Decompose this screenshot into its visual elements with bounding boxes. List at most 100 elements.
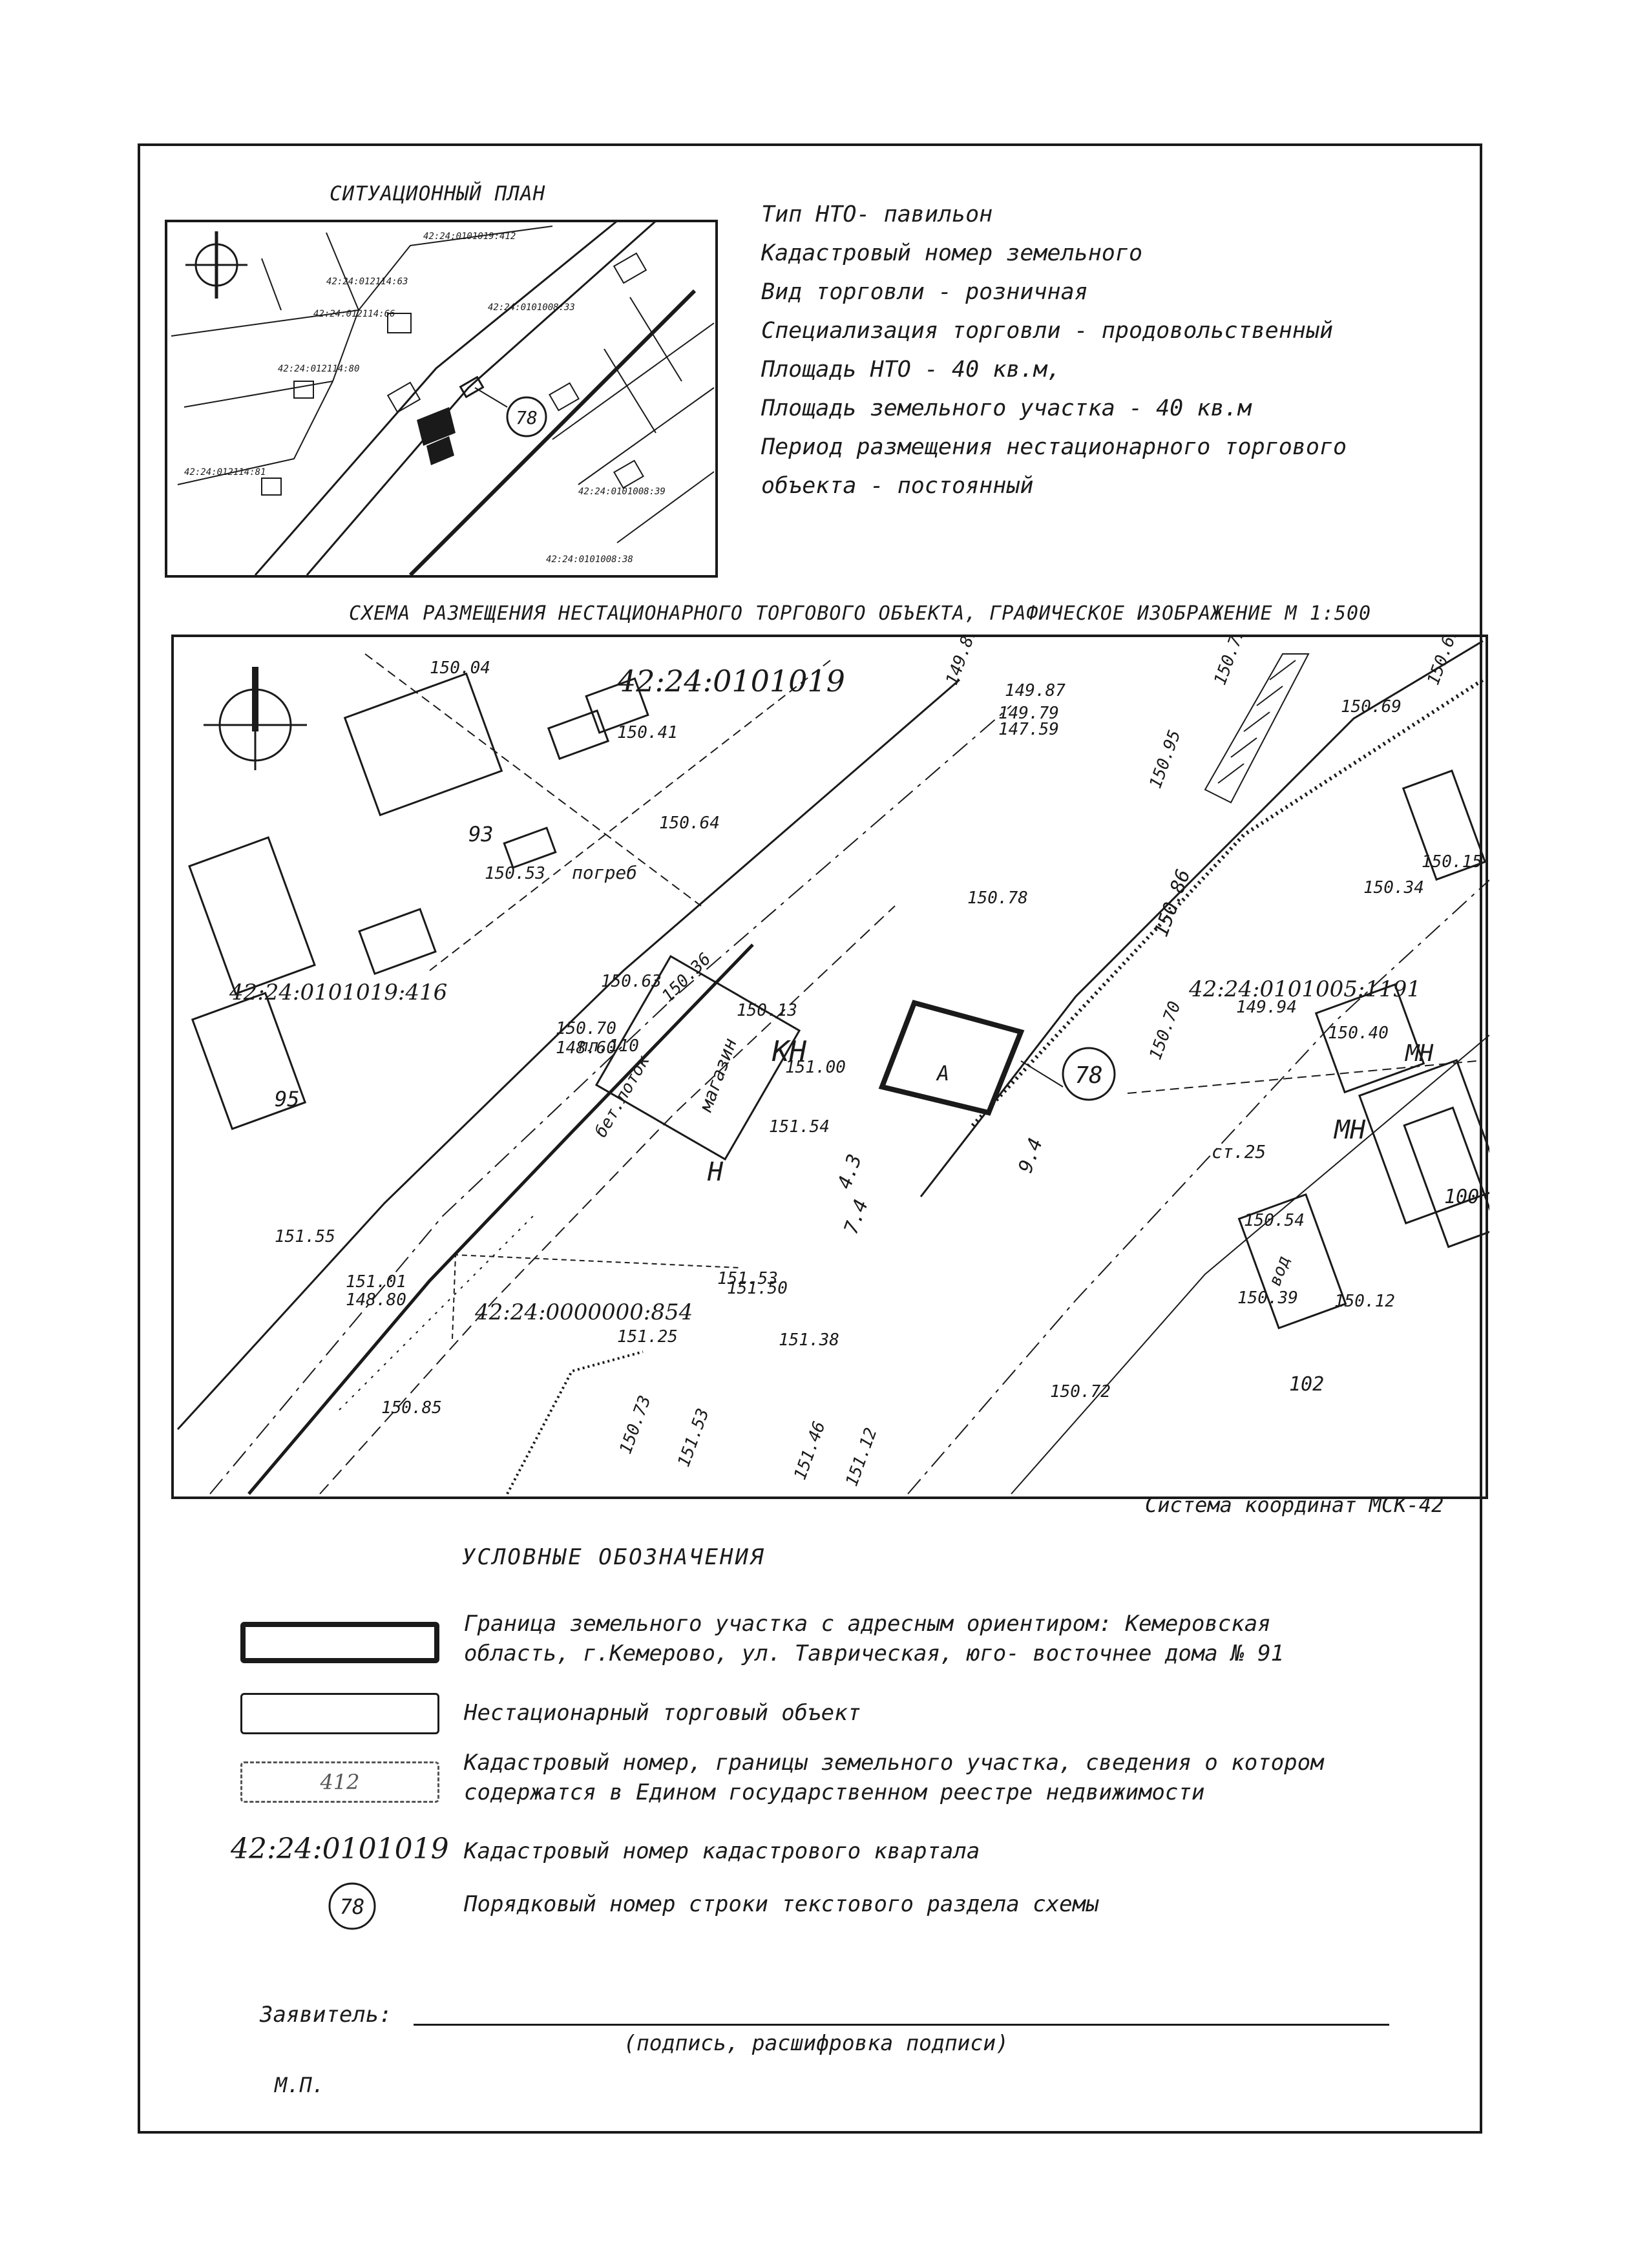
situational-plan-map: 78 42:24:0101019:412 42:24:012114:63 42:… <box>165 220 718 578</box>
svg-text:пл.110: пл.110 <box>578 1036 639 1056</box>
svg-text:150.54: 150.54 <box>1244 1211 1305 1230</box>
svg-text:42:24:0101019: 42:24:0101019 <box>616 664 845 698</box>
svg-text:150.86: 150.86 <box>1150 866 1195 940</box>
svg-text:Н: Н <box>707 1157 724 1187</box>
svg-text:42:24:0101019:416: 42:24:0101019:416 <box>229 980 447 1005</box>
svg-text:42:24:012114:81: 42:24:012114:81 <box>184 467 266 478</box>
sit-marker-label: 78 <box>516 407 538 428</box>
svg-text:150.34: 150.34 <box>1363 878 1424 898</box>
svg-text:151.53: 151.53 <box>674 1406 713 1470</box>
legend-nto-symbol <box>240 1693 439 1734</box>
svg-text:150.61: 150.61 <box>1423 635 1462 688</box>
info-line: Кадастровый номер земельного <box>761 240 1143 266</box>
svg-text:149.81: 149.81 <box>942 635 981 688</box>
svg-text:151.46: 151.46 <box>790 1419 829 1483</box>
svg-text:95: 95 <box>275 1087 300 1111</box>
svg-text:150.73: 150.73 <box>616 1393 655 1457</box>
info-line: Вид торговли - розничная <box>761 279 1088 305</box>
svg-text:151.38: 151.38 <box>779 1330 839 1350</box>
svg-text:151.55: 151.55 <box>275 1227 335 1246</box>
svg-text:102: 102 <box>1289 1373 1324 1396</box>
page-frame <box>138 143 1482 2134</box>
legend-item-nto: Нестационарный торговый объект <box>464 1700 861 1726</box>
svg-text:100: 100 <box>1444 1186 1479 1208</box>
svg-text:42:24:012114:63: 42:24:012114:63 <box>326 277 408 287</box>
north-arrow-icon <box>185 231 247 299</box>
svg-text:42:24:0101019:412: 42:24:0101019:412 <box>423 231 516 242</box>
scheme-title: СХЕМА РАЗМЕЩЕНИЯ НЕСТАЦИОНАРНОГО ТОРГОВО… <box>349 602 1372 625</box>
svg-text:магазин: магазин <box>695 1035 741 1115</box>
svg-text:151.54: 151.54 <box>769 1117 830 1137</box>
svg-text:150.12: 150.12 <box>1334 1292 1395 1311</box>
svg-text:150.63: 150.63 <box>601 972 662 991</box>
svg-text:42:24:0000000:854: 42:24:0000000:854 <box>474 1299 693 1325</box>
coordinate-system: Система координат МСК-42 <box>1145 1493 1444 1517</box>
svg-text:150.78: 150.78 <box>967 888 1028 908</box>
legend-title: УСЛОВНЫЕ ОБОЗНАЧЕНИЯ <box>462 1544 766 1570</box>
info-line: объекта - постоянный <box>761 473 1034 499</box>
svg-text:149.94: 149.94 <box>1236 998 1297 1017</box>
svg-text:КН: КН <box>772 1035 806 1068</box>
applicant-label: Заявитель: <box>260 2002 392 2028</box>
info-line: Площадь НТО - 40 кв.м, <box>761 357 1061 383</box>
svg-text:42:24:0101008:33: 42:24:0101008:33 <box>488 302 575 313</box>
placement-scheme-map: 78 42:24:0101019 42:24:0101019:416 42:24… <box>171 635 1489 1499</box>
svg-text:42:24:0101005:1191: 42:24:0101005:1191 <box>1188 976 1421 1002</box>
info-line: Площадь земельного участка - 40 кв.м <box>761 395 1252 421</box>
svg-text:42:24:012114:80: 42:24:012114:80 <box>278 364 359 374</box>
svg-text:вод: вод <box>1265 1254 1294 1288</box>
svg-text:150.04: 150.04 <box>430 658 490 678</box>
svg-text:150.85: 150.85 <box>381 1398 442 1418</box>
scheme-marker-label: 78 <box>1075 1062 1102 1089</box>
svg-text:151.50: 151.50 <box>727 1279 788 1298</box>
svg-text:42:24:0101008:38: 42:24:0101008:38 <box>546 554 633 565</box>
object-info: Тип НТО- павильон Кадастровый номер земе… <box>761 195 1347 505</box>
nto-parcel <box>878 1000 1025 1116</box>
legend-item-quarter: Кадастровый номер кадастрового квартала <box>464 1838 980 1864</box>
svg-text:А: А <box>936 1061 949 1086</box>
svg-text:150.53: 150.53 <box>485 864 545 883</box>
svg-text:150.40: 150.40 <box>1328 1024 1389 1043</box>
svg-text:150.72: 150.72 <box>1210 635 1249 688</box>
svg-text:150.64: 150.64 <box>659 814 720 833</box>
svg-text:151.53: 151.53 <box>717 1269 778 1288</box>
svg-text:148.80: 148.80 <box>346 1290 406 1310</box>
svg-text:148.60: 148.60 <box>556 1038 616 1058</box>
north-arrow-icon <box>204 667 307 770</box>
svg-text:погреб: погреб <box>572 862 637 883</box>
info-line: Тип НТО- павильон <box>761 202 993 227</box>
info-line: Специализация торговли - продовольственн… <box>761 318 1334 344</box>
signature-note: (подпись, расшифровка подписи) <box>624 2030 1009 2055</box>
svg-text:150.41: 150.41 <box>617 723 678 742</box>
signature-line <box>414 2024 1389 2026</box>
legend-item-cadastral: Кадастровый номер, границы земельного уч… <box>464 1750 1324 1805</box>
svg-text:150.70: 150.70 <box>1146 999 1184 1063</box>
legend-cadastral-sample: 412 <box>320 1770 360 1794</box>
svg-text:151.00: 151.00 <box>785 1058 846 1077</box>
svg-text:МН: МН <box>1404 1040 1434 1067</box>
svg-text:42:24:0101008:39: 42:24:0101008:39 <box>578 487 666 497</box>
legend-item-marker: Порядковый номер строки текстового разде… <box>464 1891 1099 1917</box>
svg-text:бет.лоток: бет.лоток <box>591 1052 654 1140</box>
legend-marker-symbol: 78 <box>328 1882 376 1930</box>
legend-cadastral-symbol: 412 <box>240 1761 439 1803</box>
legend-item-parcel-boundary: Граница земельного участка с адресным ор… <box>464 1611 1285 1666</box>
legend-marker-sample: 78 <box>340 1895 365 1919</box>
svg-text:150.72: 150.72 <box>1050 1382 1111 1402</box>
svg-text:150.13: 150.13 <box>737 1001 797 1020</box>
svg-text:147.59: 147.59 <box>998 720 1059 739</box>
svg-text:93: 93 <box>468 822 494 846</box>
svg-text:ст.25: ст.25 <box>1212 1141 1266 1162</box>
svg-text:МН: МН <box>1333 1115 1366 1145</box>
svg-text:150.15: 150.15 <box>1422 852 1482 872</box>
svg-text:42:24:012114:66: 42:24:012114:66 <box>313 309 395 319</box>
svg-text:149.87: 149.87 <box>1005 681 1066 700</box>
svg-text:151.25: 151.25 <box>617 1327 678 1347</box>
info-line: Период размещения нестационарного торгов… <box>761 434 1347 460</box>
svg-text:150.39: 150.39 <box>1237 1288 1298 1308</box>
svg-text:150.70: 150.70 <box>556 1019 616 1038</box>
svg-text:150.95: 150.95 <box>1146 728 1184 792</box>
svg-text:150.69: 150.69 <box>1341 697 1402 717</box>
svg-text:9.4: 9.4 <box>1014 1135 1047 1176</box>
situational-plan-title: СИТУАЦИОННЫЙ ПЛАН <box>330 182 546 205</box>
